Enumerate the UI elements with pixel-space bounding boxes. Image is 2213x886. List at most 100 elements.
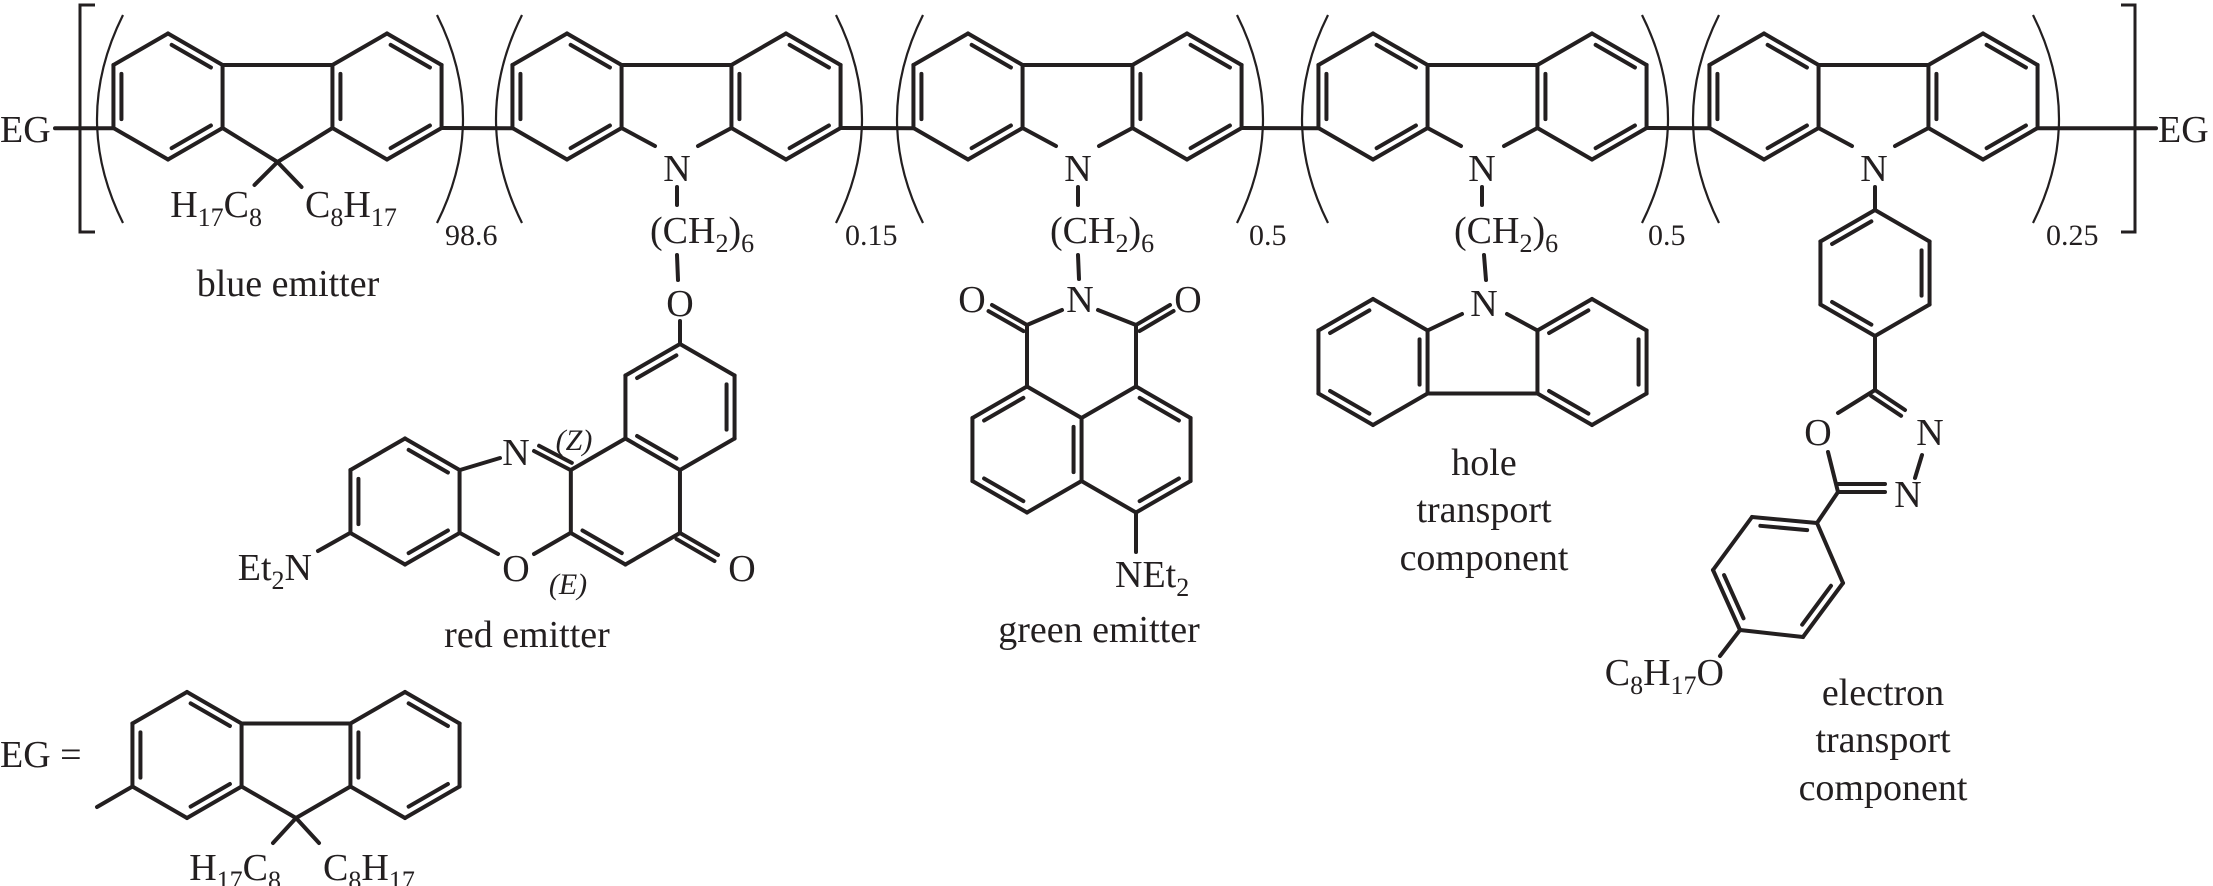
double-bond-inner	[388, 42, 432, 70]
octyl-right-label: C8H17	[305, 184, 397, 232]
double-bond	[568, 531, 628, 567]
bond	[1535, 31, 1594, 67]
double-bond	[1185, 31, 1244, 67]
double-bond-inner	[188, 781, 232, 809]
double-bond-inner	[169, 123, 213, 151]
double-bond-inner	[1758, 523, 1810, 533]
double-bond-inner	[1547, 388, 1591, 416]
double-bond	[970, 479, 1029, 515]
double-bond-inner	[1984, 42, 2028, 70]
double-bond	[1762, 31, 1821, 67]
double-bond-inner	[1137, 395, 1181, 423]
carbazole-n-atom: N	[663, 148, 690, 190]
octyloxy-label: C8H17O	[1605, 652, 1724, 700]
bond	[1926, 126, 1985, 162]
double-bond-inner	[568, 123, 612, 151]
green-emitter-label: green emitter	[998, 609, 1200, 651]
double-bond	[1873, 388, 1907, 412]
fraction-hole: 0.5	[1648, 219, 1686, 252]
bond	[458, 456, 502, 472]
double-bond-inner	[1593, 123, 1637, 151]
bond	[348, 784, 407, 820]
double-bond	[403, 784, 462, 820]
bond	[275, 160, 304, 189]
double-bond-inner	[1869, 393, 1904, 418]
bond	[532, 531, 573, 556]
bond	[1079, 384, 1138, 420]
double-bond	[1818, 208, 1877, 244]
bond	[911, 31, 970, 67]
bond	[1707, 126, 1766, 162]
diethylamino-label: NEt2	[1115, 554, 1189, 602]
double-bond	[1750, 515, 1819, 525]
double-bond	[1590, 126, 1649, 162]
bond	[1815, 490, 1840, 525]
bond	[1425, 312, 1464, 333]
bond	[696, 126, 734, 148]
electron-label-line-1: electron	[1822, 672, 1944, 714]
z-stereo-label: (Z)	[556, 424, 593, 457]
double-bond	[623, 436, 682, 472]
electron-label-line-2: transport	[1815, 719, 1951, 761]
octyl-left-label: H17C8	[170, 184, 262, 232]
open-paren	[96, 14, 124, 224]
double-bond-inner	[1765, 123, 1809, 151]
double-bond-inner	[580, 528, 624, 556]
bond	[130, 784, 189, 820]
bond	[675, 253, 680, 282]
bond	[348, 436, 407, 472]
close-paren	[1641, 14, 1669, 224]
bond	[1535, 126, 1594, 162]
open-paren	[1301, 14, 1329, 224]
bond	[1826, 450, 1840, 494]
oxadiazole-n4-atom: N	[1894, 474, 1921, 516]
imide-o-right: O	[1174, 279, 1201, 321]
double-bond-inner	[1800, 583, 1833, 627]
close-paren	[2032, 14, 2060, 224]
double-bond-inner	[969, 42, 1013, 70]
hole-label-line-3: component	[1400, 537, 1569, 579]
bond	[623, 531, 682, 567]
bond	[294, 816, 321, 845]
bond	[1707, 31, 1766, 67]
red-emitter-label: red emitter	[444, 614, 610, 656]
double-bond	[385, 126, 444, 162]
double-bond	[623, 342, 682, 378]
bond	[1815, 521, 1845, 585]
double-bond-inner	[635, 433, 679, 461]
double-bond-inner	[635, 353, 679, 381]
fraction-blue: 98.6	[445, 219, 498, 252]
bond	[911, 126, 970, 162]
electron-label-line-3: component	[1799, 767, 1968, 809]
bond	[1316, 126, 1375, 162]
bond	[252, 160, 280, 187]
bond	[271, 816, 298, 845]
double-bond	[403, 436, 462, 472]
octyl-right-label: C8H17	[323, 847, 415, 886]
double-bond	[385, 31, 444, 67]
double-bond-inner	[986, 309, 1026, 334]
hole-transport-unit: N (CH2)6 N hole transport component	[1400, 148, 1569, 579]
e-stereo-label: (E)	[549, 568, 587, 601]
double-bond	[1134, 303, 1172, 327]
double-bond	[565, 126, 624, 162]
bond	[275, 126, 335, 164]
bond	[130, 690, 189, 726]
double-bond-inner	[1137, 309, 1176, 334]
double-bond	[403, 690, 462, 726]
double-bond	[403, 531, 462, 567]
bond	[1096, 308, 1138, 327]
double-bond-inner	[1984, 123, 2028, 151]
double-bond	[1535, 297, 1594, 333]
close-paren	[1236, 14, 1264, 224]
double-bond-inner	[1188, 123, 1232, 151]
double-bond	[1590, 31, 1649, 67]
bond	[220, 126, 280, 164]
bond	[1913, 453, 1924, 480]
bond	[1425, 126, 1463, 148]
double-bond	[784, 31, 843, 67]
blue-emitter-unit: H17C8 C8H17 blue emitter	[170, 184, 397, 305]
bond	[510, 31, 569, 67]
oxadiazole-o-atom: O	[1804, 412, 1831, 454]
